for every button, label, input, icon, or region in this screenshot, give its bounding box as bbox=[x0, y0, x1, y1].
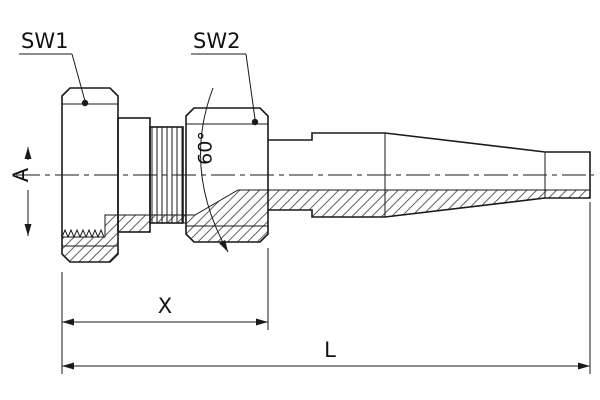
cone-angle-dimension: 60° bbox=[195, 87, 229, 253]
dimension-x-label: X bbox=[158, 294, 172, 318]
dimension-x: X bbox=[61, 248, 269, 330]
dimension-l: L bbox=[61, 202, 591, 374]
nut-sw2-outline bbox=[185, 107, 269, 243]
sw2-leader-line bbox=[245, 53, 256, 120]
dimension-a-label: A bbox=[9, 167, 33, 182]
sw1-label: SW1 bbox=[21, 29, 68, 53]
cone-angle-label: 60° bbox=[195, 131, 217, 165]
dimension-a: A bbox=[9, 147, 33, 236]
sw2-leader-dot bbox=[251, 118, 259, 126]
sw1-leader-dot bbox=[81, 99, 89, 107]
sw1-leader-line bbox=[71, 53, 86, 102]
sw1-callout: SW1 bbox=[19, 29, 89, 107]
cone-angle-arc bbox=[200, 87, 229, 253]
nipple-outline bbox=[268, 132, 591, 218]
sw2-label: SW2 bbox=[193, 29, 240, 53]
section-hatch bbox=[61, 189, 591, 263]
internal-thread bbox=[61, 228, 105, 239]
sw2-callout: SW2 bbox=[191, 29, 259, 126]
dimension-l-label: L bbox=[324, 338, 336, 362]
nut-sw1-outline bbox=[61, 87, 119, 263]
